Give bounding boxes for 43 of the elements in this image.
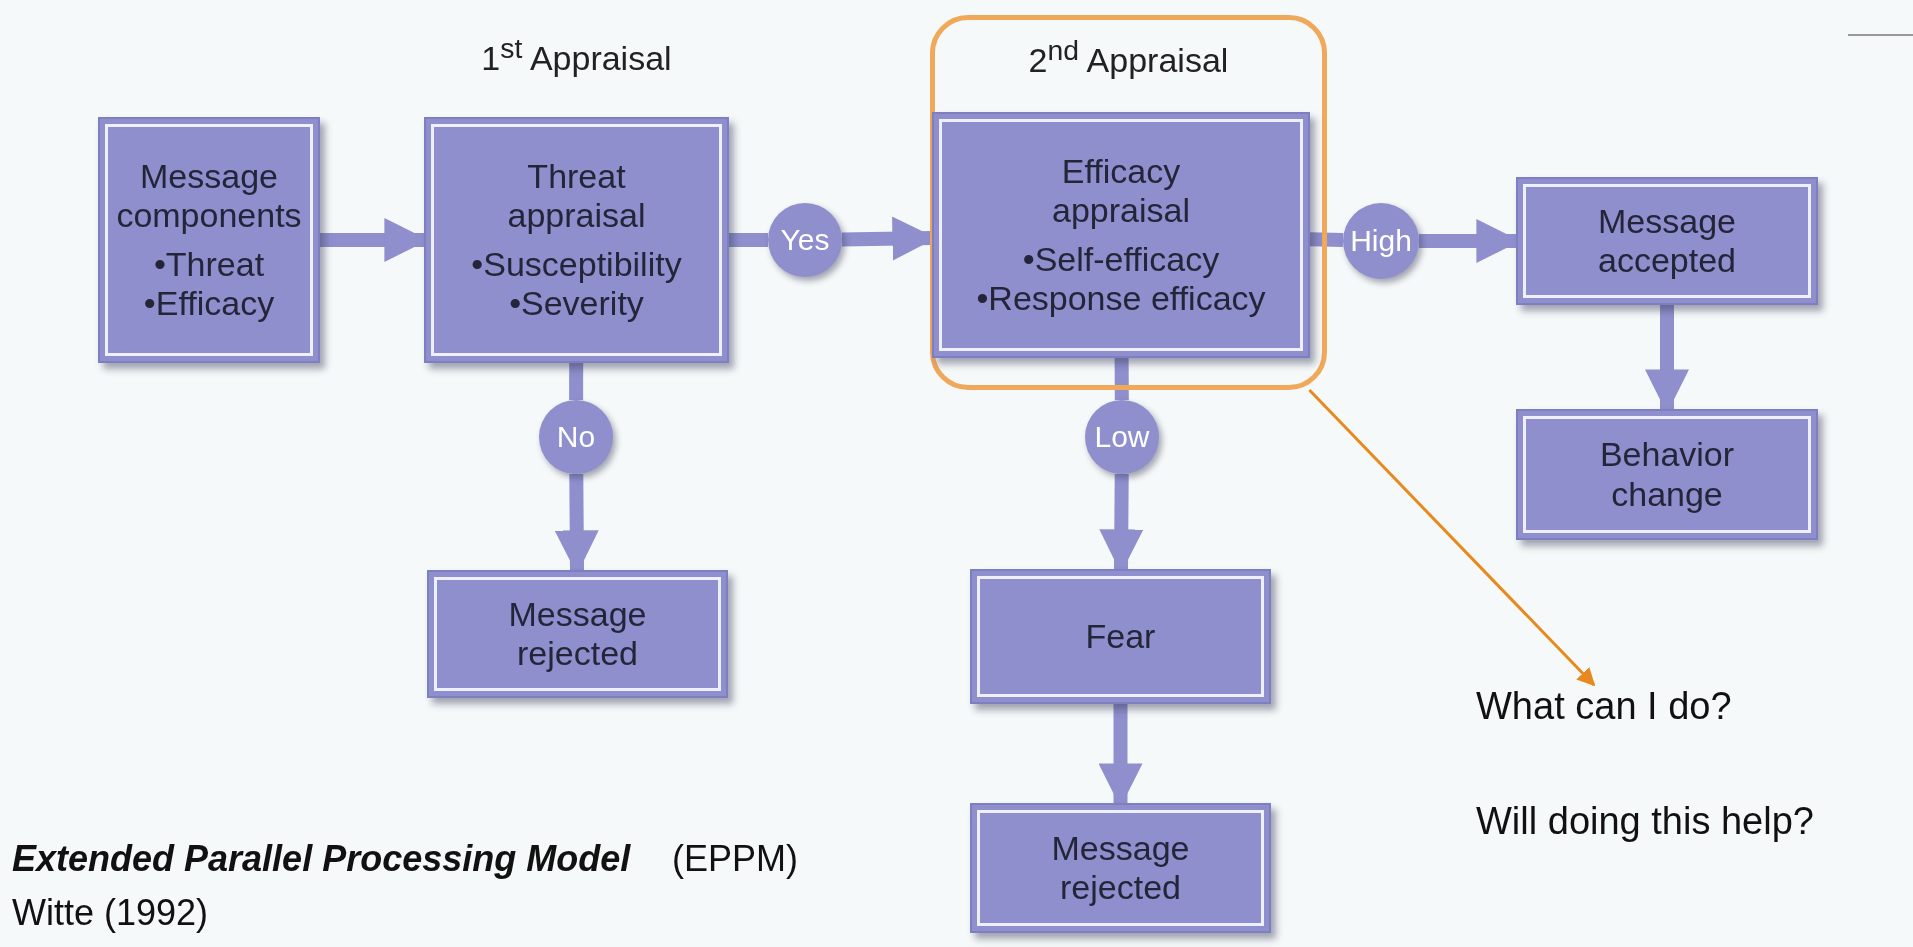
decision-label: Yes: [780, 223, 830, 257]
box-text: Threat appraisal: [506, 156, 647, 235]
process-box: [970, 803, 1271, 933]
connector-line: [1309, 232, 1344, 248]
box-text: Message rejected: [507, 594, 648, 674]
box-text: Message rejected: [1050, 828, 1191, 908]
decision-circle: [539, 400, 613, 474]
process-box: [424, 117, 729, 363]
stage-heading: 2$^{nd}$ Appraisal: [1027, 34, 1230, 81]
model-abbreviation: (EPPM): [672, 838, 798, 880]
connector-line: [1114, 357, 1129, 401]
decision-label: No: [556, 420, 596, 454]
process-box: [1516, 409, 1818, 540]
box-text: Efficacy appraisal: [1051, 151, 1191, 230]
box-text: Message components: [115, 156, 303, 235]
stage-heading: 1$^{st}$ Appraisal: [480, 32, 673, 79]
decision-label: High: [1350, 224, 1412, 258]
question-text: What can I do?: [1476, 685, 1733, 728]
decision-circle: [1343, 203, 1419, 279]
process-box: [932, 112, 1310, 358]
decision-label: Low: [1094, 420, 1150, 454]
citation: Witte (1992): [12, 892, 209, 934]
arrow: [1308, 388, 1596, 687]
process-box: [98, 117, 320, 363]
box-text: •Response efficacy: [976, 279, 1266, 319]
connector-line: [729, 233, 768, 247]
box-text: •Threat: [153, 245, 265, 285]
box-text: •Self-efficacy: [1022, 240, 1220, 280]
box-text: Behavior change: [1598, 435, 1736, 514]
question-text: Will doing this help?: [1476, 800, 1815, 843]
box-text: •Susceptibility: [471, 245, 682, 285]
box-text: •Efficacy: [143, 284, 275, 324]
process-box: [1516, 177, 1818, 305]
box-text: Fear: [1085, 616, 1156, 657]
decision-circle: [1085, 400, 1159, 474]
connector-line: [569, 362, 584, 401]
box-text: Message accepted: [1597, 201, 1737, 281]
box-text: •Severity: [509, 284, 644, 324]
model-title: Extended Parallel Processing Model: [12, 838, 631, 880]
process-box: [427, 570, 728, 698]
appraisal-frame: [930, 15, 1327, 390]
decision-circle: [768, 203, 842, 277]
process-box: [970, 569, 1271, 704]
